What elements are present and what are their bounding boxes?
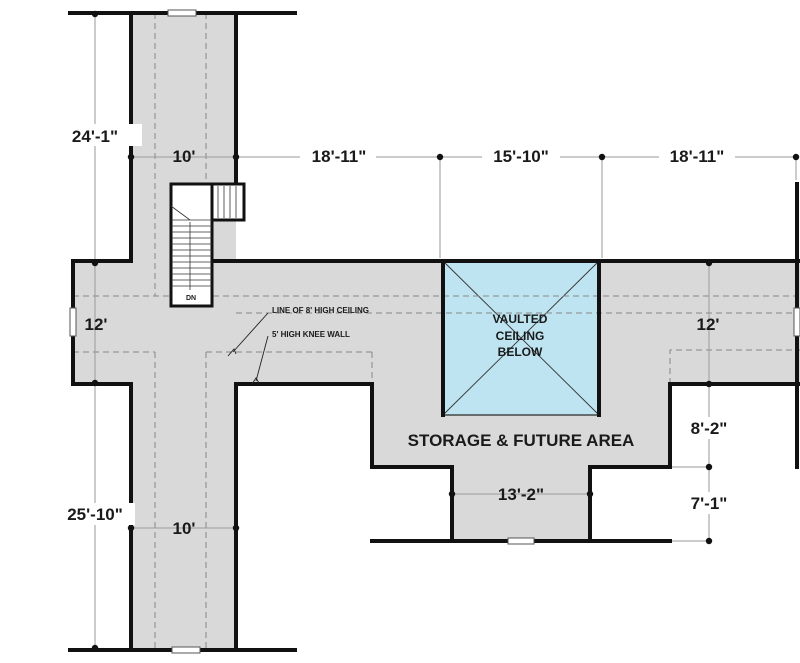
- stairwell: DN: [169, 182, 246, 308]
- dim-left-bottom: 25'-10": [67, 505, 123, 524]
- dim-bg: [684, 417, 736, 439]
- vaulted-label-line2: CEILING: [496, 329, 545, 343]
- dim-bg: [86, 124, 142, 146]
- dim-bg: [482, 146, 560, 166]
- dim-left-wing: 12': [85, 315, 108, 334]
- vaulted-label-line1: VAULTED: [493, 312, 548, 326]
- window-top: [167, 9, 197, 17]
- windows: [69, 9, 800, 654]
- window-south: [507, 537, 535, 545]
- knee-wall-note: 5' HIGH KNEE WALL: [272, 330, 350, 339]
- dim-bottom-width: 10': [173, 519, 196, 538]
- dim-bump-width: 13'-2": [498, 485, 544, 504]
- dim-bg: [300, 146, 376, 166]
- dim-bg: [55, 503, 135, 525]
- stair-dn-label: DN: [186, 295, 196, 302]
- note-leaders: [227, 312, 269, 385]
- floor-area: [73, 13, 800, 650]
- dim-right-lower1: 8'-2": [691, 419, 728, 438]
- dim-left-top: 24'-1": [72, 127, 118, 146]
- dim-top-seg2: 15'-10": [493, 147, 549, 166]
- dim-top-seg3: 18'-11": [670, 147, 725, 166]
- vaulted-label-line3: BELOW: [498, 345, 543, 359]
- ceiling-line-note: LINE OF 8' HIGH CEILING: [272, 306, 369, 315]
- dim-right-lower2: 7'-1": [691, 494, 728, 513]
- dim-bg: [684, 492, 736, 514]
- window-bottom: [171, 646, 201, 654]
- dim-right-wing: 12': [697, 315, 720, 334]
- storage-area-label: STORAGE & FUTURE AREA: [408, 431, 635, 450]
- dim-top-width: 10': [173, 147, 196, 166]
- dim-bg: [659, 146, 735, 166]
- vault-diagonal: [442, 260, 600, 416]
- window-left: [69, 307, 77, 337]
- dim-top-seg1: 18'-11": [312, 147, 367, 166]
- window-right: [793, 307, 800, 337]
